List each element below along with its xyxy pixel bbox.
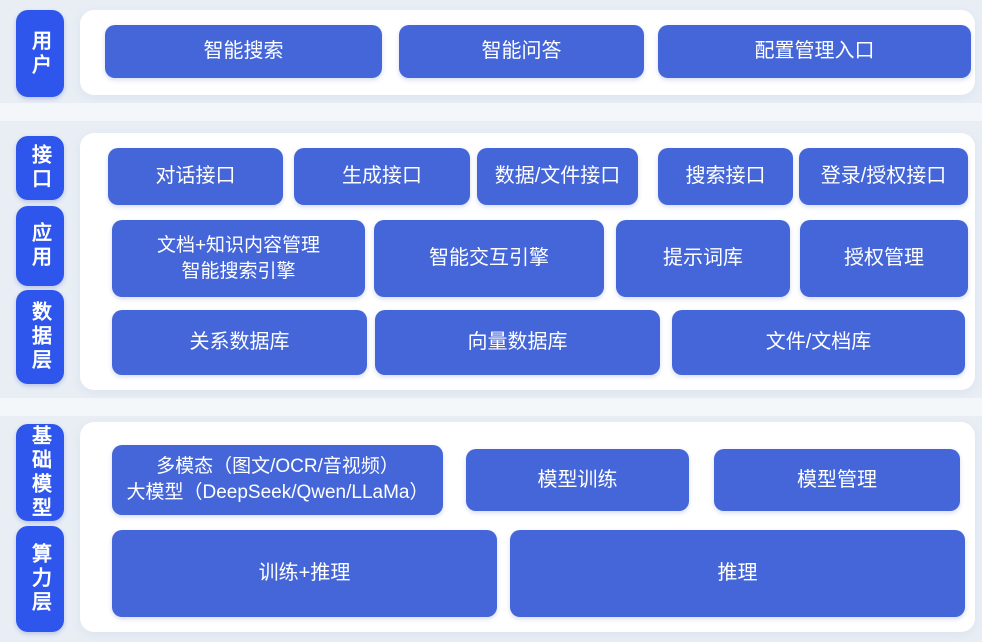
- panel-user-layer: 智能搜索 智能问答 配置管理入口: [80, 10, 975, 95]
- node-text-line: 文档+知识内容管理: [156, 234, 321, 256]
- node-config-management-entry: 配置管理入口: [658, 25, 971, 78]
- node-intelligent-search: 智能搜索: [105, 25, 382, 78]
- section-divider: [0, 398, 982, 416]
- node-model-training: 模型训练: [466, 449, 689, 511]
- layer-label-user: 用户: [16, 10, 64, 97]
- layer-label-data: 数据层: [16, 290, 64, 384]
- node-dialog-interface: 对话接口: [108, 148, 283, 205]
- node-training-plus-inference: 训练+推理: [112, 530, 497, 617]
- node-file-doc-store: 文件/文档库: [672, 310, 965, 375]
- node-interaction-engine: 智能交互引擎: [374, 220, 604, 297]
- layer-label-interface: 接口: [16, 136, 64, 200]
- panel-middle-layers: 对话接口 生成接口 数据/文件接口 搜索接口 登录/授权接口 文档+知识内容管理…: [80, 133, 975, 390]
- node-model-management: 模型管理: [714, 449, 960, 511]
- node-multimodal-llm: 多模态（图文/OCR/音视频） 大模型（DeepSeek/Qwen/LLaMa）: [112, 445, 443, 515]
- node-doc-knowledge-search-engine: 文档+知识内容管理 智能搜索引擎: [112, 220, 365, 297]
- section-divider: [0, 103, 982, 121]
- node-text-line: 多模态（图文/OCR/音视频）: [156, 456, 399, 478]
- node-prompt-library: 提示词库: [616, 220, 790, 297]
- panel-bottom-layers: 多模态（图文/OCR/音视频） 大模型（DeepSeek/Qwen/LLaMa）…: [80, 422, 975, 632]
- node-text-line: 智能搜索引擎: [181, 260, 296, 282]
- node-login-auth-interface: 登录/授权接口: [799, 148, 968, 205]
- node-vector-db: 向量数据库: [375, 310, 660, 375]
- node-data-file-interface: 数据/文件接口: [477, 148, 638, 205]
- layer-label-foundation-model: 基础模型: [16, 424, 64, 521]
- layer-label-application: 应用: [16, 206, 64, 286]
- node-intelligent-qa: 智能问答: [399, 25, 644, 78]
- node-search-interface: 搜索接口: [658, 148, 793, 205]
- node-text-line: 大模型（DeepSeek/Qwen/LLaMa）: [126, 482, 429, 503]
- node-relational-db: 关系数据库: [112, 310, 367, 375]
- node-auth-management: 授权管理: [800, 220, 968, 297]
- node-generation-interface: 生成接口: [294, 148, 470, 205]
- node-inference: 推理: [510, 530, 965, 617]
- layer-label-compute: 算力层: [16, 526, 64, 632]
